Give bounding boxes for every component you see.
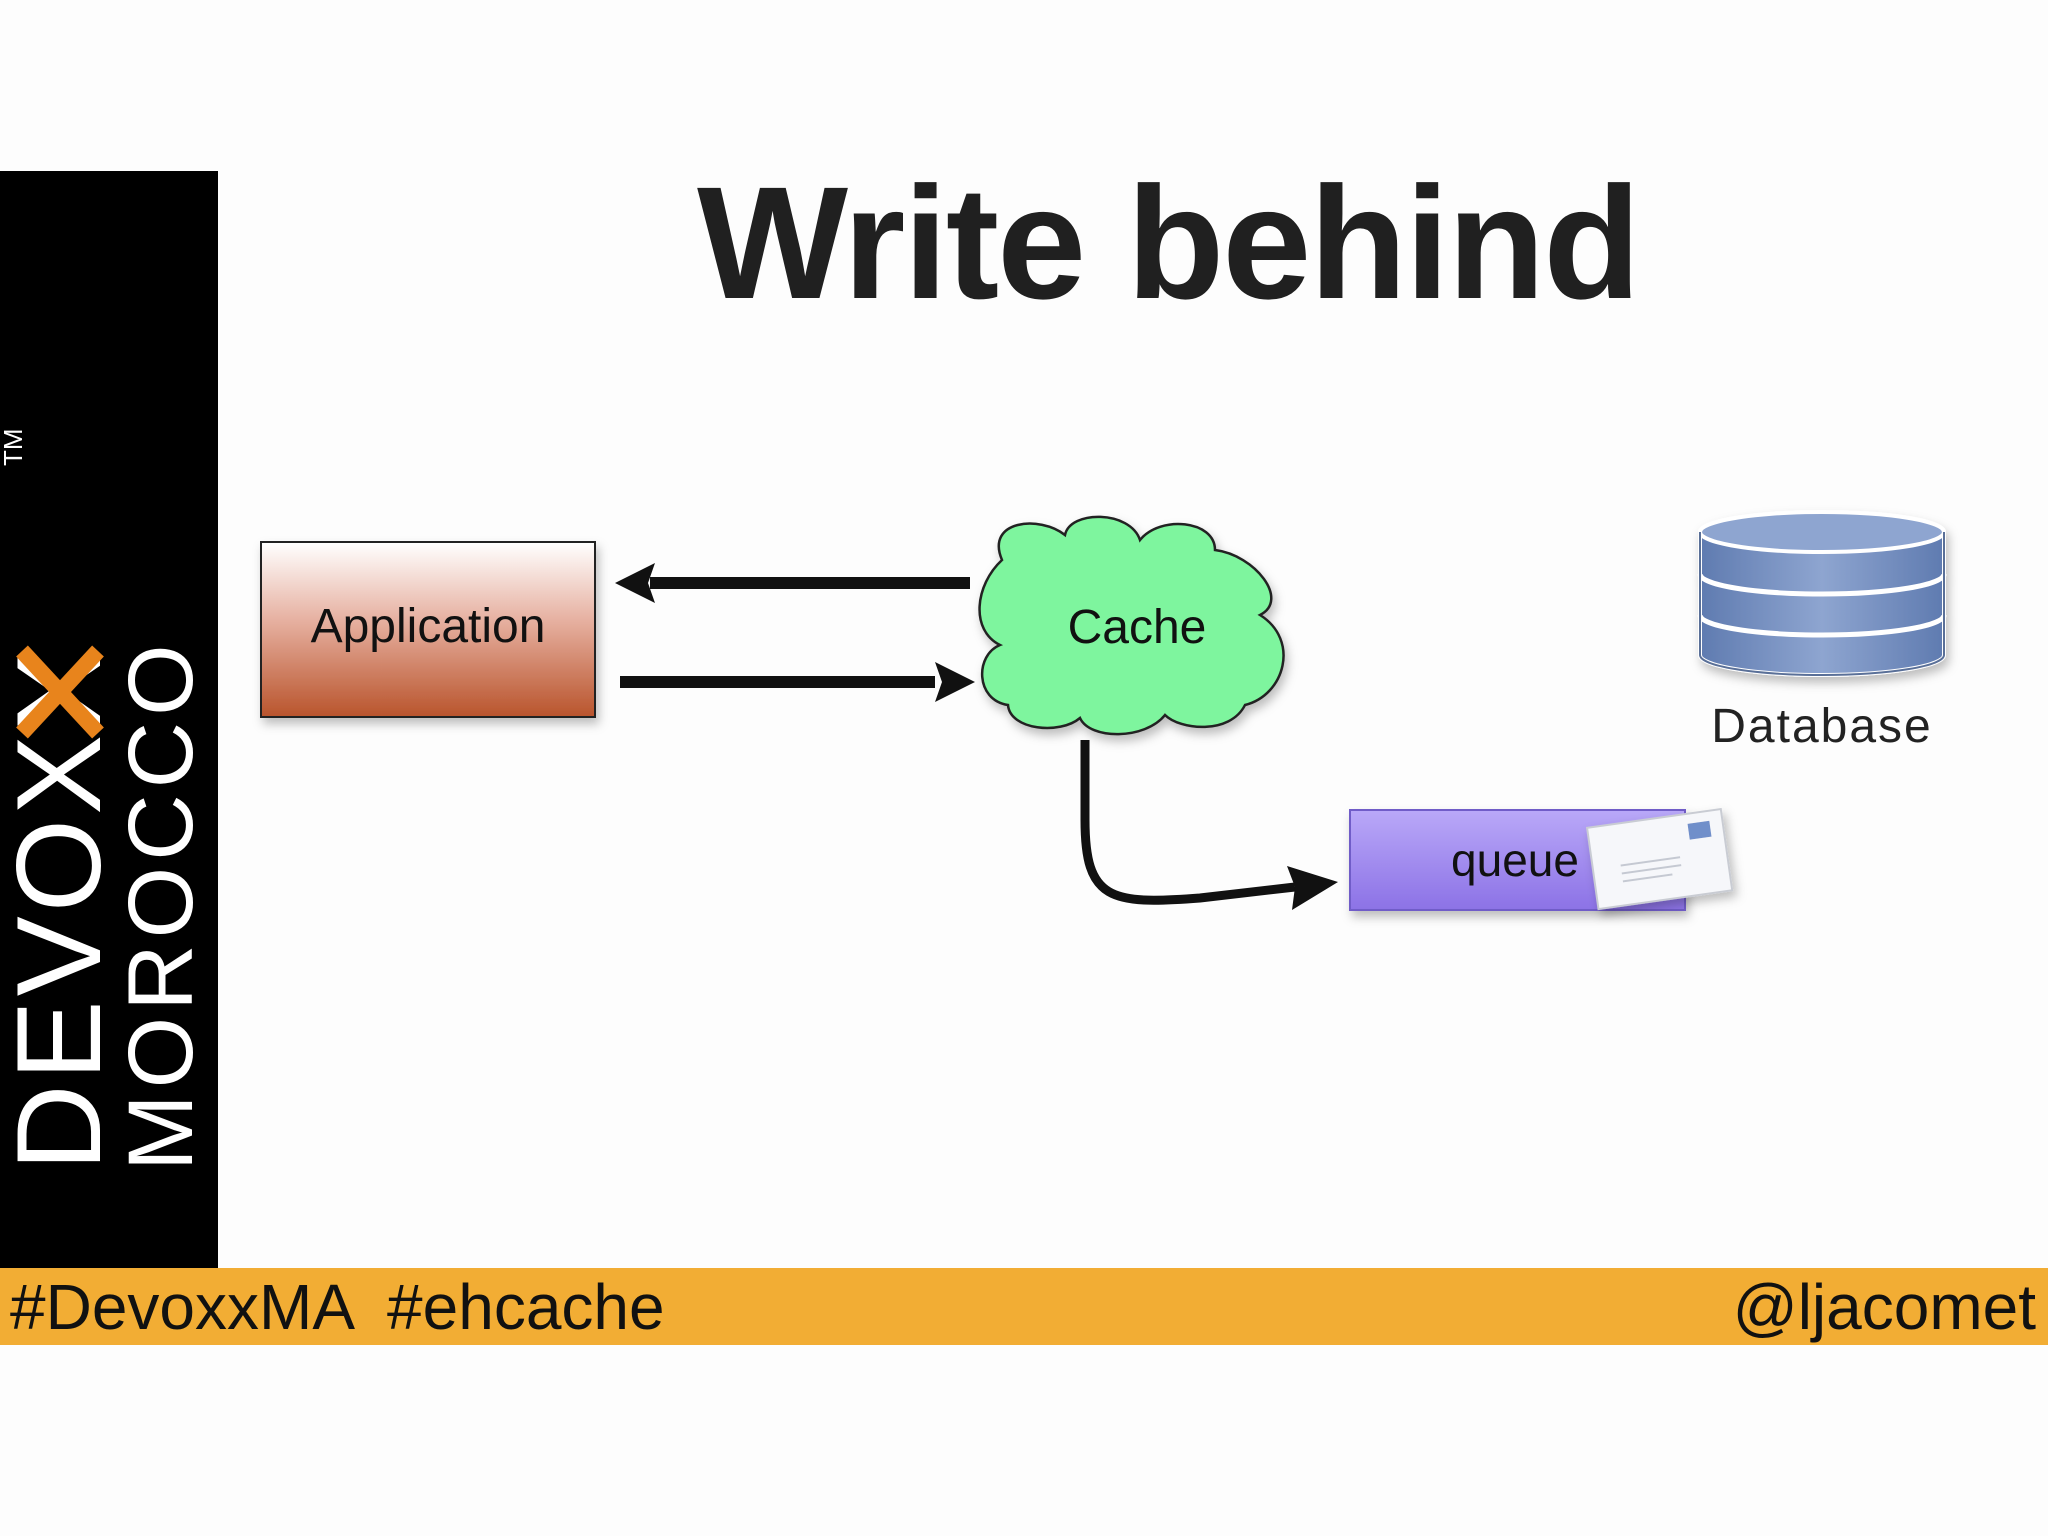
database-label: Database [1711,700,1932,753]
trademark-text: TM [0,428,28,466]
footer-handle: @ljacomet [1732,1271,2036,1343]
cache-label: Cache [1068,601,1207,654]
logo-accent-x-icon [16,645,104,739]
arrow-cache-to-queue [1080,740,1338,910]
envelope-icon [1585,807,1734,911]
logo-sub-text: MOROCCO [110,638,212,1171]
application-node [260,541,596,718]
slide-title: Write behind [697,153,1641,332]
devoxx-sidebar: DEVOXX MOROCCO TM [0,171,218,1269]
cache-cloud-icon [978,515,1285,736]
arrow-cache-to-application [615,563,970,603]
footer-bar: #DevoxxMA #ehcache @ljacomet [0,1268,2048,1345]
footer-hashtags: #DevoxxMA #ehcache [10,1271,665,1343]
logo-main-text: DEVOXX [0,647,126,1171]
arrow-application-to-cache [620,662,975,702]
queue-label: queue [1451,834,1579,886]
database-icon [1697,510,1947,677]
devoxx-logo: DEVOXX MOROCCO TM [0,428,212,1171]
application-label: Application [311,600,546,653]
